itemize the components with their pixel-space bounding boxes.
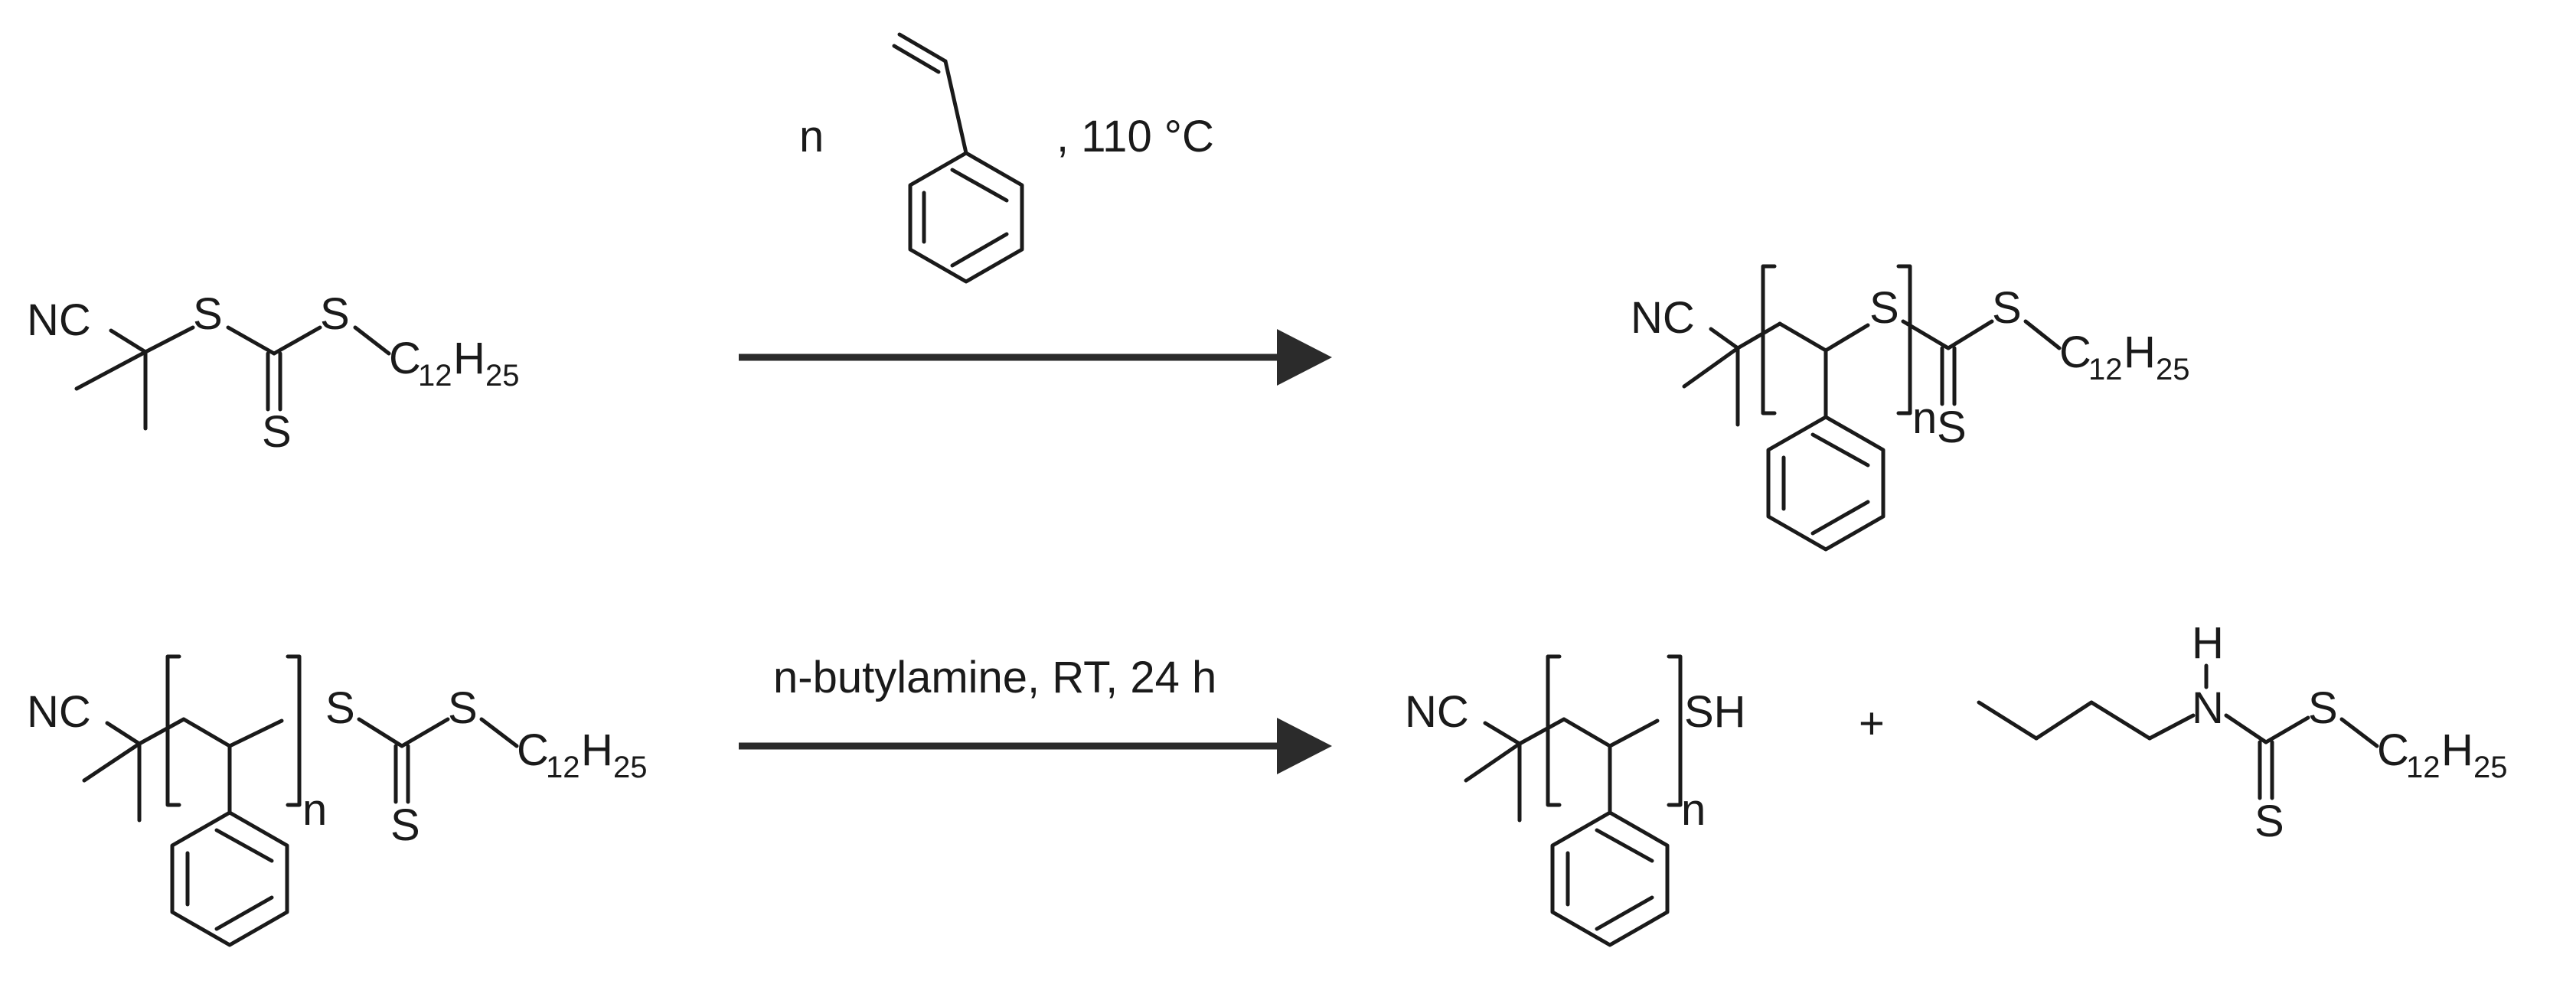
thiol-sh-label: SH	[1684, 687, 1746, 737]
reaction2-arrow	[739, 718, 1332, 774]
reaction1-conditions: , 110 °C	[1056, 112, 1214, 161]
thioether-s-label: S	[1869, 283, 1899, 333]
repeat-unit-n: n	[1912, 393, 1937, 443]
dodecyl-subscript-12: 12	[418, 359, 452, 393]
thioether-s-label: S	[448, 683, 478, 733]
thioether-s-label: S	[1992, 283, 2022, 333]
dodecyl-subscript-25: 25	[485, 359, 520, 393]
nitrile-label: NC	[1631, 293, 1695, 343]
dodecyl-c-label: C	[2059, 327, 2091, 377]
plus-sign: +	[1859, 699, 1885, 748]
dodecyl-subscript-12: 12	[546, 751, 580, 784]
stoichiometry-n: n	[799, 112, 824, 161]
dodecyl-h-label: H	[581, 725, 613, 775]
dodecyl-subscript-25: 25	[2473, 751, 2508, 784]
repeat-unit-n: n	[1681, 785, 1706, 835]
styrene-reagent: n , 110 °C	[799, 32, 1214, 284]
thioether-s-label: S	[320, 289, 350, 339]
dodecyl-subscript-12: 12	[2406, 751, 2441, 784]
nitrile-label: NC	[27, 687, 91, 737]
thiol-polystyrene-product: NC n SH	[1405, 654, 1746, 947]
dodecyl-h-label: H	[2124, 327, 2156, 377]
thione-s-label: S	[2254, 797, 2284, 846]
thioether-s-label: S	[2308, 683, 2338, 733]
dodecyl-subscript-25: 25	[2156, 353, 2190, 386]
thioether-s-label: S	[325, 683, 355, 733]
nitrile-label: NC	[27, 295, 91, 345]
thione-s-label: S	[262, 407, 292, 457]
cta-reagent: NC S S S C 12 H 25	[27, 289, 520, 457]
dithiocarbamate-byproduct: N H S S C 12 H 25	[1977, 618, 2508, 846]
dodecyl-c-label: C	[2377, 725, 2409, 775]
polystyrene-cta-product-1: NC n S S S C 12 H 25	[1631, 264, 2190, 552]
thione-s-label: S	[1937, 402, 1967, 452]
thioether-s-label: S	[193, 289, 223, 339]
reaction1-arrow	[739, 329, 1332, 386]
dodecyl-c-label: C	[517, 725, 549, 775]
amine-h-label: H	[2192, 618, 2224, 668]
repeat-unit-n: n	[302, 785, 327, 835]
dodecyl-h-label: H	[453, 334, 485, 383]
dodecyl-c-label: C	[389, 334, 421, 383]
reaction2-conditions: n-butylamine, RT, 24 h	[773, 653, 1216, 702]
thione-s-label: S	[390, 800, 420, 850]
dodecyl-h-label: H	[2441, 725, 2473, 775]
polystyrene-cta-reactant-2: NC n S S S C 12 H 25	[27, 654, 648, 947]
dodecyl-subscript-25: 25	[613, 751, 648, 784]
amine-n-label: N	[2192, 683, 2224, 733]
dodecyl-subscript-12: 12	[2088, 353, 2123, 386]
nitrile-label: NC	[1405, 687, 1469, 737]
